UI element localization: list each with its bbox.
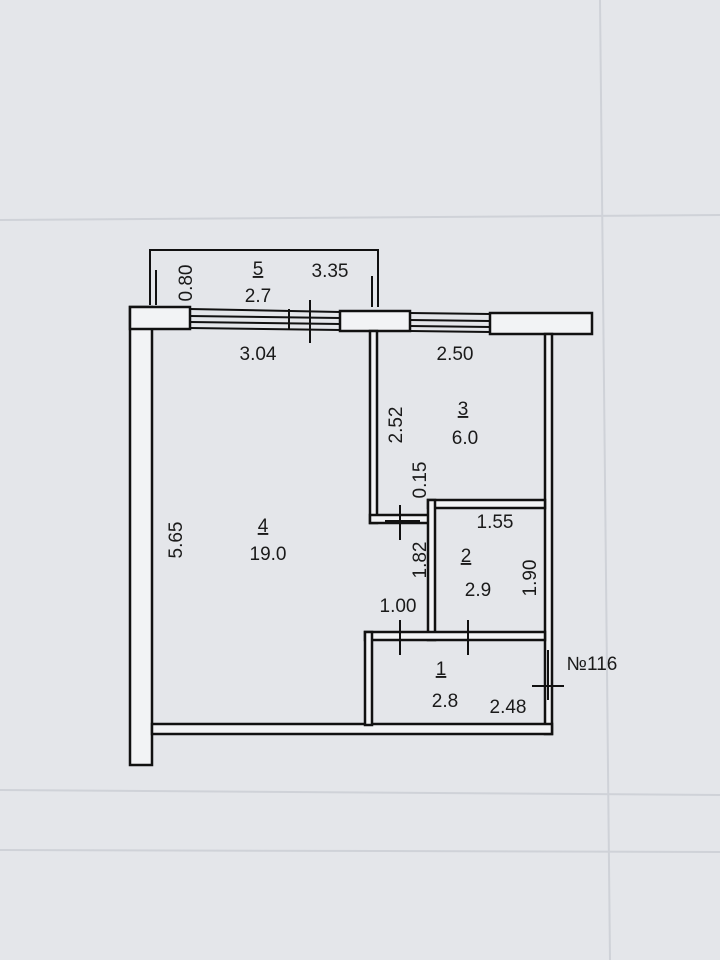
room-3-length-label: 2.52 <box>386 407 407 444</box>
door-width-label: 1.00 <box>380 596 417 617</box>
hall-left-wall <box>363 630 374 727</box>
wall-block <box>488 311 594 336</box>
bottom-wall <box>150 722 554 736</box>
window-balcony <box>189 308 341 331</box>
partition-label: 0.15 <box>410 462 431 499</box>
room-2-length-label: 1.90 <box>520 560 541 597</box>
room-4-length-label: 5.65 <box>166 522 187 559</box>
bathroom-top-wall <box>426 498 547 510</box>
hall-top-wall <box>363 630 547 642</box>
dimension-ticks <box>309 300 564 687</box>
room-4-labels: 3.04 5.65 4 19.0 <box>166 344 286 565</box>
room-5-area: 2.7 <box>245 286 271 307</box>
room-2-area: 2.9 <box>465 580 491 601</box>
left-outer-wall <box>128 305 154 767</box>
room-3-labels: 2.50 2.52 3 6.0 0.15 <box>386 344 478 498</box>
balcony-depth-label: 0.80 <box>176 265 197 302</box>
room-2-number: 2 <box>461 546 472 567</box>
room-3-area: 6.0 <box>452 428 478 449</box>
corridor-length-label: 1.82 <box>410 542 431 579</box>
walls <box>128 305 594 767</box>
room-4-number: 4 <box>258 516 269 537</box>
balcony-outline <box>149 249 379 307</box>
room-1-number: 1 <box>436 659 447 680</box>
room-1-width-label: 2.48 <box>490 697 527 718</box>
room-3-width-label: 2.50 <box>437 344 474 365</box>
room-1-labels: 1.00 1 2.8 2.48 <box>380 596 527 718</box>
room-1-area: 2.8 <box>432 691 458 712</box>
window-kitchen <box>409 312 491 333</box>
room-4-width-label: 3.04 <box>240 344 277 365</box>
wall-block <box>128 305 192 331</box>
kitchen-left-wall <box>368 329 379 525</box>
balcony-length-label: 3.35 <box>312 261 349 282</box>
balcony-labels: 0.80 5 2.7 3.35 <box>176 259 348 307</box>
room-4-area: 19.0 <box>250 544 287 565</box>
wall-block <box>338 309 412 333</box>
room-3-number: 3 <box>458 399 469 420</box>
room-2-labels: 1.55 1.82 2 2.9 1.90 <box>410 512 541 601</box>
room-5-number: 5 <box>253 259 264 280</box>
apartment-number: №116 <box>567 654 618 675</box>
room-2-width-label: 1.55 <box>477 512 514 533</box>
